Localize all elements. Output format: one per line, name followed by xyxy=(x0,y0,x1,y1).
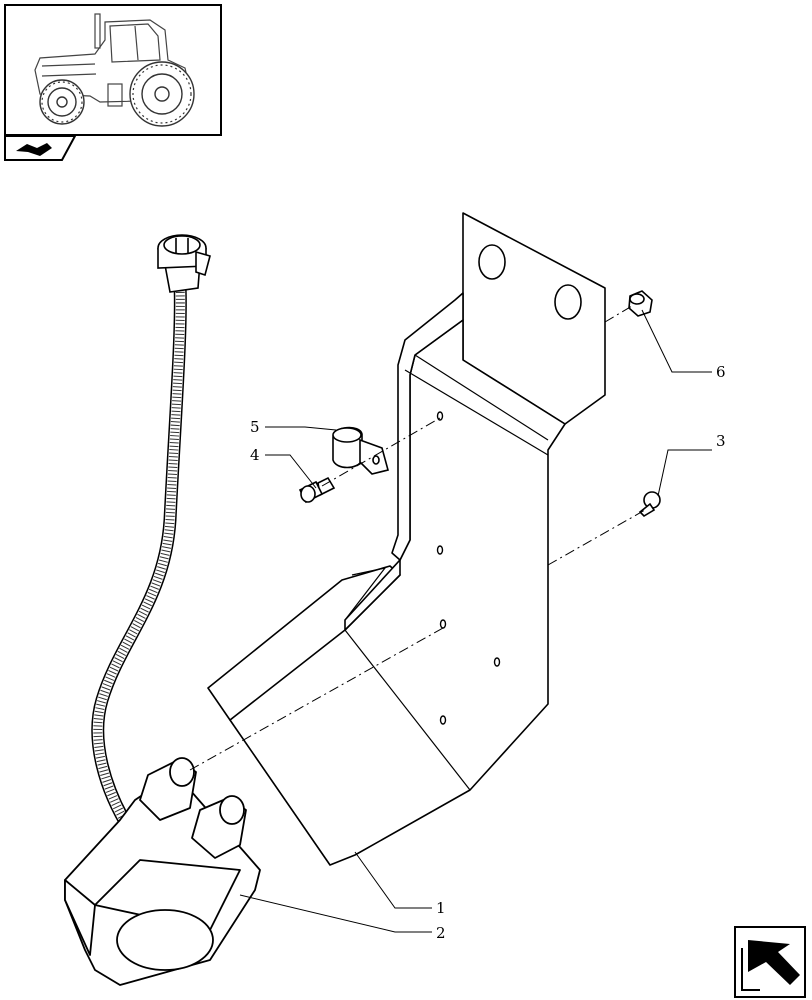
callout-2: 2 xyxy=(436,924,446,942)
callout-1: 1 xyxy=(436,899,446,917)
callout-3: 3 xyxy=(716,432,726,450)
bracket-part-1 xyxy=(207,212,606,866)
callout-5: 5 xyxy=(250,418,260,436)
tractor-thumbnail-icon[interactable] xyxy=(4,4,222,136)
callout-4: 4 xyxy=(250,446,260,464)
section-folder-icon[interactable] xyxy=(4,135,77,161)
assembly-line xyxy=(189,305,646,771)
flange-hole xyxy=(478,244,582,320)
sensor-cable-part-2 xyxy=(64,234,261,986)
clip-part-5 xyxy=(332,426,389,475)
leader-line xyxy=(239,309,712,933)
callout-6: 6 xyxy=(716,363,726,381)
next-page-arrow-icon[interactable] xyxy=(734,926,806,998)
bolt-part-4 xyxy=(298,476,336,504)
screw-part-3 xyxy=(638,491,661,518)
nut-part-6 xyxy=(628,290,653,317)
bracket-hole xyxy=(436,411,501,725)
